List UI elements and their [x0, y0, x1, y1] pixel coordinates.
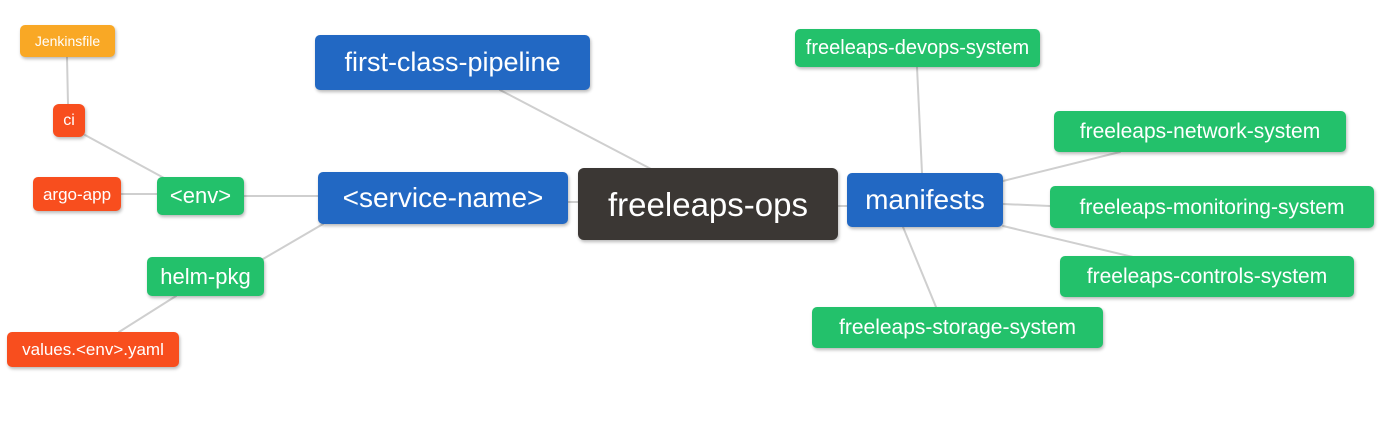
node-storage-system[interactable]: freeleaps-storage-system: [812, 307, 1103, 348]
edge-manifests-storage: [902, 226, 937, 308]
edge-manifests-monitoring: [1002, 203, 1051, 207]
node-freeleaps-ops-root[interactable]: freeleaps-ops: [578, 168, 838, 240]
node-jenkinsfile[interactable]: Jenkinsfile: [20, 25, 115, 57]
node-network-system[interactable]: freeleaps-network-system: [1054, 111, 1346, 152]
edge-values-helm-pkg: [118, 295, 177, 333]
node-env[interactable]: <env>: [157, 177, 244, 215]
node-argo-app[interactable]: argo-app: [33, 177, 121, 211]
edge-helm-pkg-service-name: [262, 223, 324, 260]
edge-manifests-devops: [916, 66, 923, 174]
node-values-env-yaml[interactable]: values.<env>.yaml: [7, 332, 179, 367]
node-service-name[interactable]: <service-name>: [318, 172, 568, 224]
edge-jenkinsfile-ci: [66, 56, 69, 105]
node-devops-system[interactable]: freeleaps-devops-system: [795, 29, 1040, 67]
edge-manifests-network: [1002, 151, 1121, 182]
edge-manifests-controls: [1002, 225, 1134, 258]
node-helm-pkg[interactable]: helm-pkg: [147, 257, 264, 296]
node-ci[interactable]: ci: [53, 104, 85, 137]
node-monitoring-system[interactable]: freeleaps-monitoring-system: [1050, 186, 1374, 228]
edge-pipeline-ops: [499, 89, 654, 171]
node-controls-system[interactable]: freeleaps-controls-system: [1060, 256, 1354, 297]
node-first-class-pipeline[interactable]: first-class-pipeline: [315, 35, 590, 90]
node-manifests[interactable]: manifests: [847, 173, 1003, 227]
edge-ci-env: [84, 134, 165, 179]
